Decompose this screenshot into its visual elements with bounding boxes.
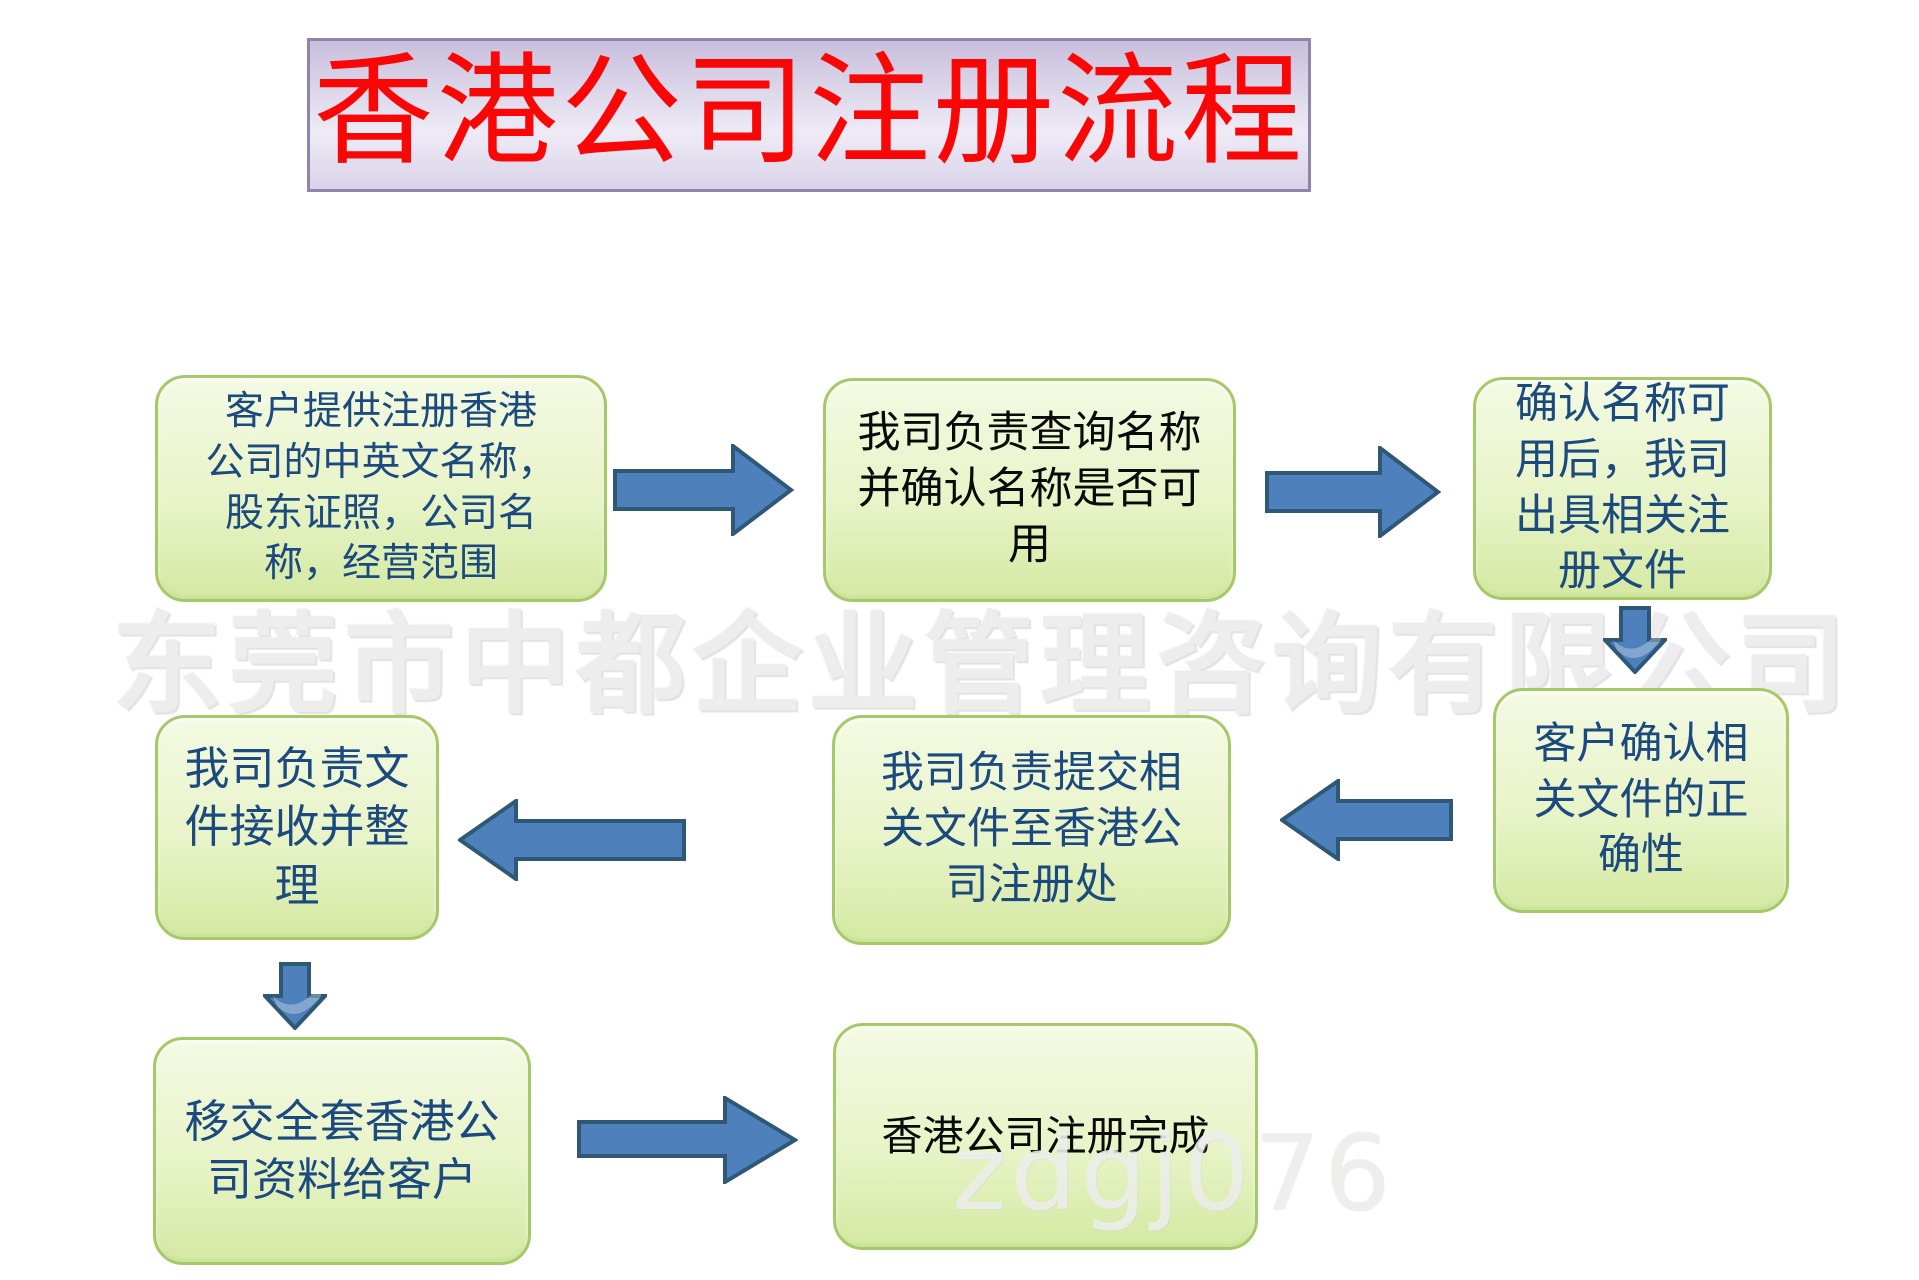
page-title: 香港公司注册流程 [312,45,1305,180]
arrow-down-icon-step6-step7 [263,962,327,1030]
arrow-left-icon-step4-step5 [1280,779,1453,861]
arrow-down-icon-step3-step4 [1603,606,1667,674]
arrow-left-icon-step5-step6 [458,799,686,881]
step-text-5: 我司负责提交相 关文件至香港公 司注册处 [881,750,1182,909]
arrow-right-icon-step7-step8 [577,1096,798,1184]
step-box-8: 香港公司注册完成 [833,1023,1258,1250]
step-box-2: 我司负责查询名称 并确认名称是否可 用 [823,378,1236,602]
step-text-7: 移交全套香港公 司资料给客户 [184,1096,500,1206]
arrow-right-icon-step1-step2 [613,444,795,536]
step-box-7: 移交全套香港公 司资料给客户 [153,1037,531,1265]
step-box-6: 我司负责文 件接收并整 理 [155,715,439,940]
title-banner: 香港公司注册流程 [307,38,1311,192]
code-watermark: zdgj076 [952,1112,1395,1234]
step-box-4: 客户确认相 关文件的正 确性 [1493,688,1789,913]
step-text-6: 我司负责文 件接收并整 理 [184,743,410,911]
step-text-4: 客户确认相 关文件的正 确性 [1533,720,1749,880]
step-box-5: 我司负责提交相 关文件至香港公 司注册处 [832,715,1231,945]
step-box-1: 客户提供注册香港 公司的中英文名称， 股东证照，公司名 称，经营范围 [155,375,607,602]
arrow-right-icon-step2-step3 [1265,446,1442,538]
step-text-1: 客户提供注册香港 公司的中英文名称， 股东证照，公司名 称，经营范围 [205,390,557,586]
step-text-2: 我司负责查询名称 并确认名称是否可 用 [857,410,1202,569]
step-box-3: 确认名称可 用后，我司 出具相关注 册文件 [1473,377,1772,600]
step-text-3: 确认名称可 用后，我司 出具相关注 册文件 [1515,380,1730,596]
step-text-8: 香港公司注册完成 [881,1112,1210,1159]
